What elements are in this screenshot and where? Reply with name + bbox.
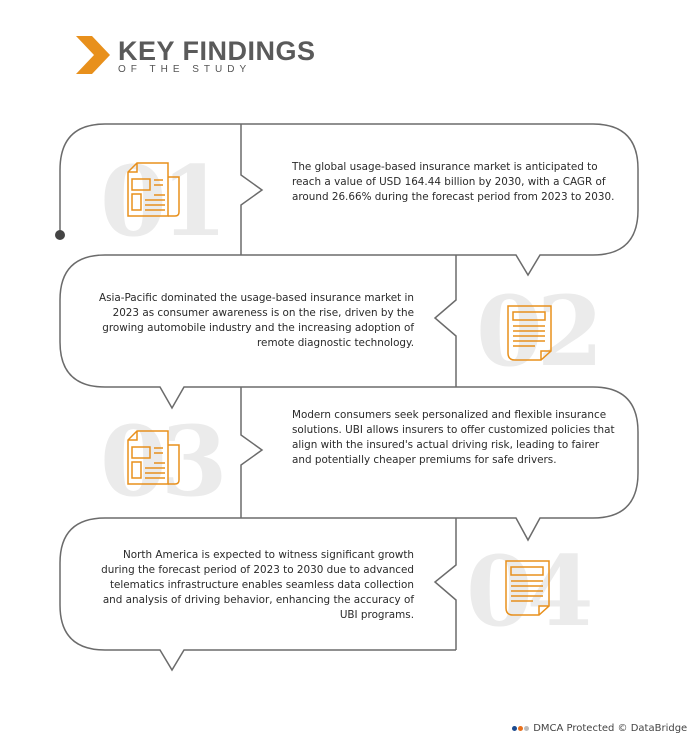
chevron-logo-icon xyxy=(76,36,110,74)
newspaper-icon xyxy=(127,162,180,217)
newspaper-icon xyxy=(127,430,180,485)
page-subtitle: OF THE STUDY xyxy=(118,64,252,75)
page-title: KEY FINDINGS xyxy=(118,36,316,66)
dot-icon xyxy=(524,726,529,731)
finding-text-01: The global usage-based insurance market … xyxy=(292,161,615,203)
dot-icon xyxy=(518,726,523,731)
dot-icon xyxy=(512,726,517,731)
newspaper-icon xyxy=(507,305,552,361)
finding-number-03: 03 xyxy=(100,405,228,518)
finding-text-04: North America is expected to witness sig… xyxy=(101,549,414,621)
finding-text-03: Modern consumers seek personalized and f… xyxy=(292,409,615,466)
dmca-link[interactable]: DMCA Protected © DataBridge xyxy=(533,723,688,734)
finding-text-02: Asia-Pacific dominated the usage-based i… xyxy=(98,292,414,349)
finding-number-01: 01 xyxy=(100,145,228,258)
footer: DMCA Protected © DataBridge xyxy=(512,723,687,734)
newspaper-icon xyxy=(505,560,550,616)
